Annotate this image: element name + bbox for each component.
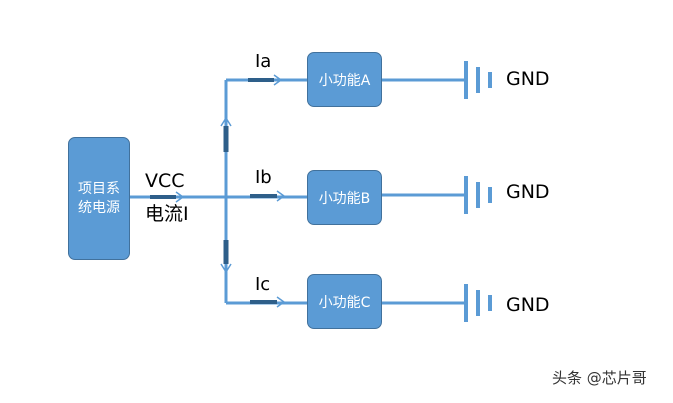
vcc-label: VCC	[145, 170, 185, 192]
function-box-a: 小功能A	[307, 52, 382, 107]
ground-label-c: GND	[506, 294, 550, 316]
power-source-box: 项目系统电源	[68, 137, 130, 260]
arrow-icon-a	[248, 74, 283, 86]
function-box-c: 小功能C	[307, 274, 382, 329]
arrow-icon-b	[250, 190, 286, 202]
arrow-icon-up	[220, 116, 232, 152]
ground-label-a: GND	[506, 68, 550, 90]
ground-icon-a	[464, 61, 492, 99]
function-label-c: 小功能C	[318, 294, 371, 311]
arrow-icon-c	[250, 296, 286, 308]
current-label-c: Ic	[255, 274, 271, 295]
function-box-b: 小功能B	[307, 170, 382, 225]
ground-icon-c	[464, 284, 492, 322]
power-source-label: 项目系统电源	[78, 180, 120, 216]
current-label-a: Ia	[255, 51, 272, 72]
ground-label-b: GND	[506, 181, 550, 203]
ground-icon-b	[464, 176, 492, 214]
total-current-label: 电流I	[145, 203, 189, 225]
arrow-icon-down	[220, 240, 232, 274]
current-label-b: Ib	[255, 167, 272, 188]
function-label-b: 小功能B	[318, 190, 371, 207]
watermark: 头条 @芯片哥	[552, 369, 647, 387]
arrow-icon-main	[150, 191, 185, 203]
function-label-a: 小功能A	[318, 72, 371, 89]
